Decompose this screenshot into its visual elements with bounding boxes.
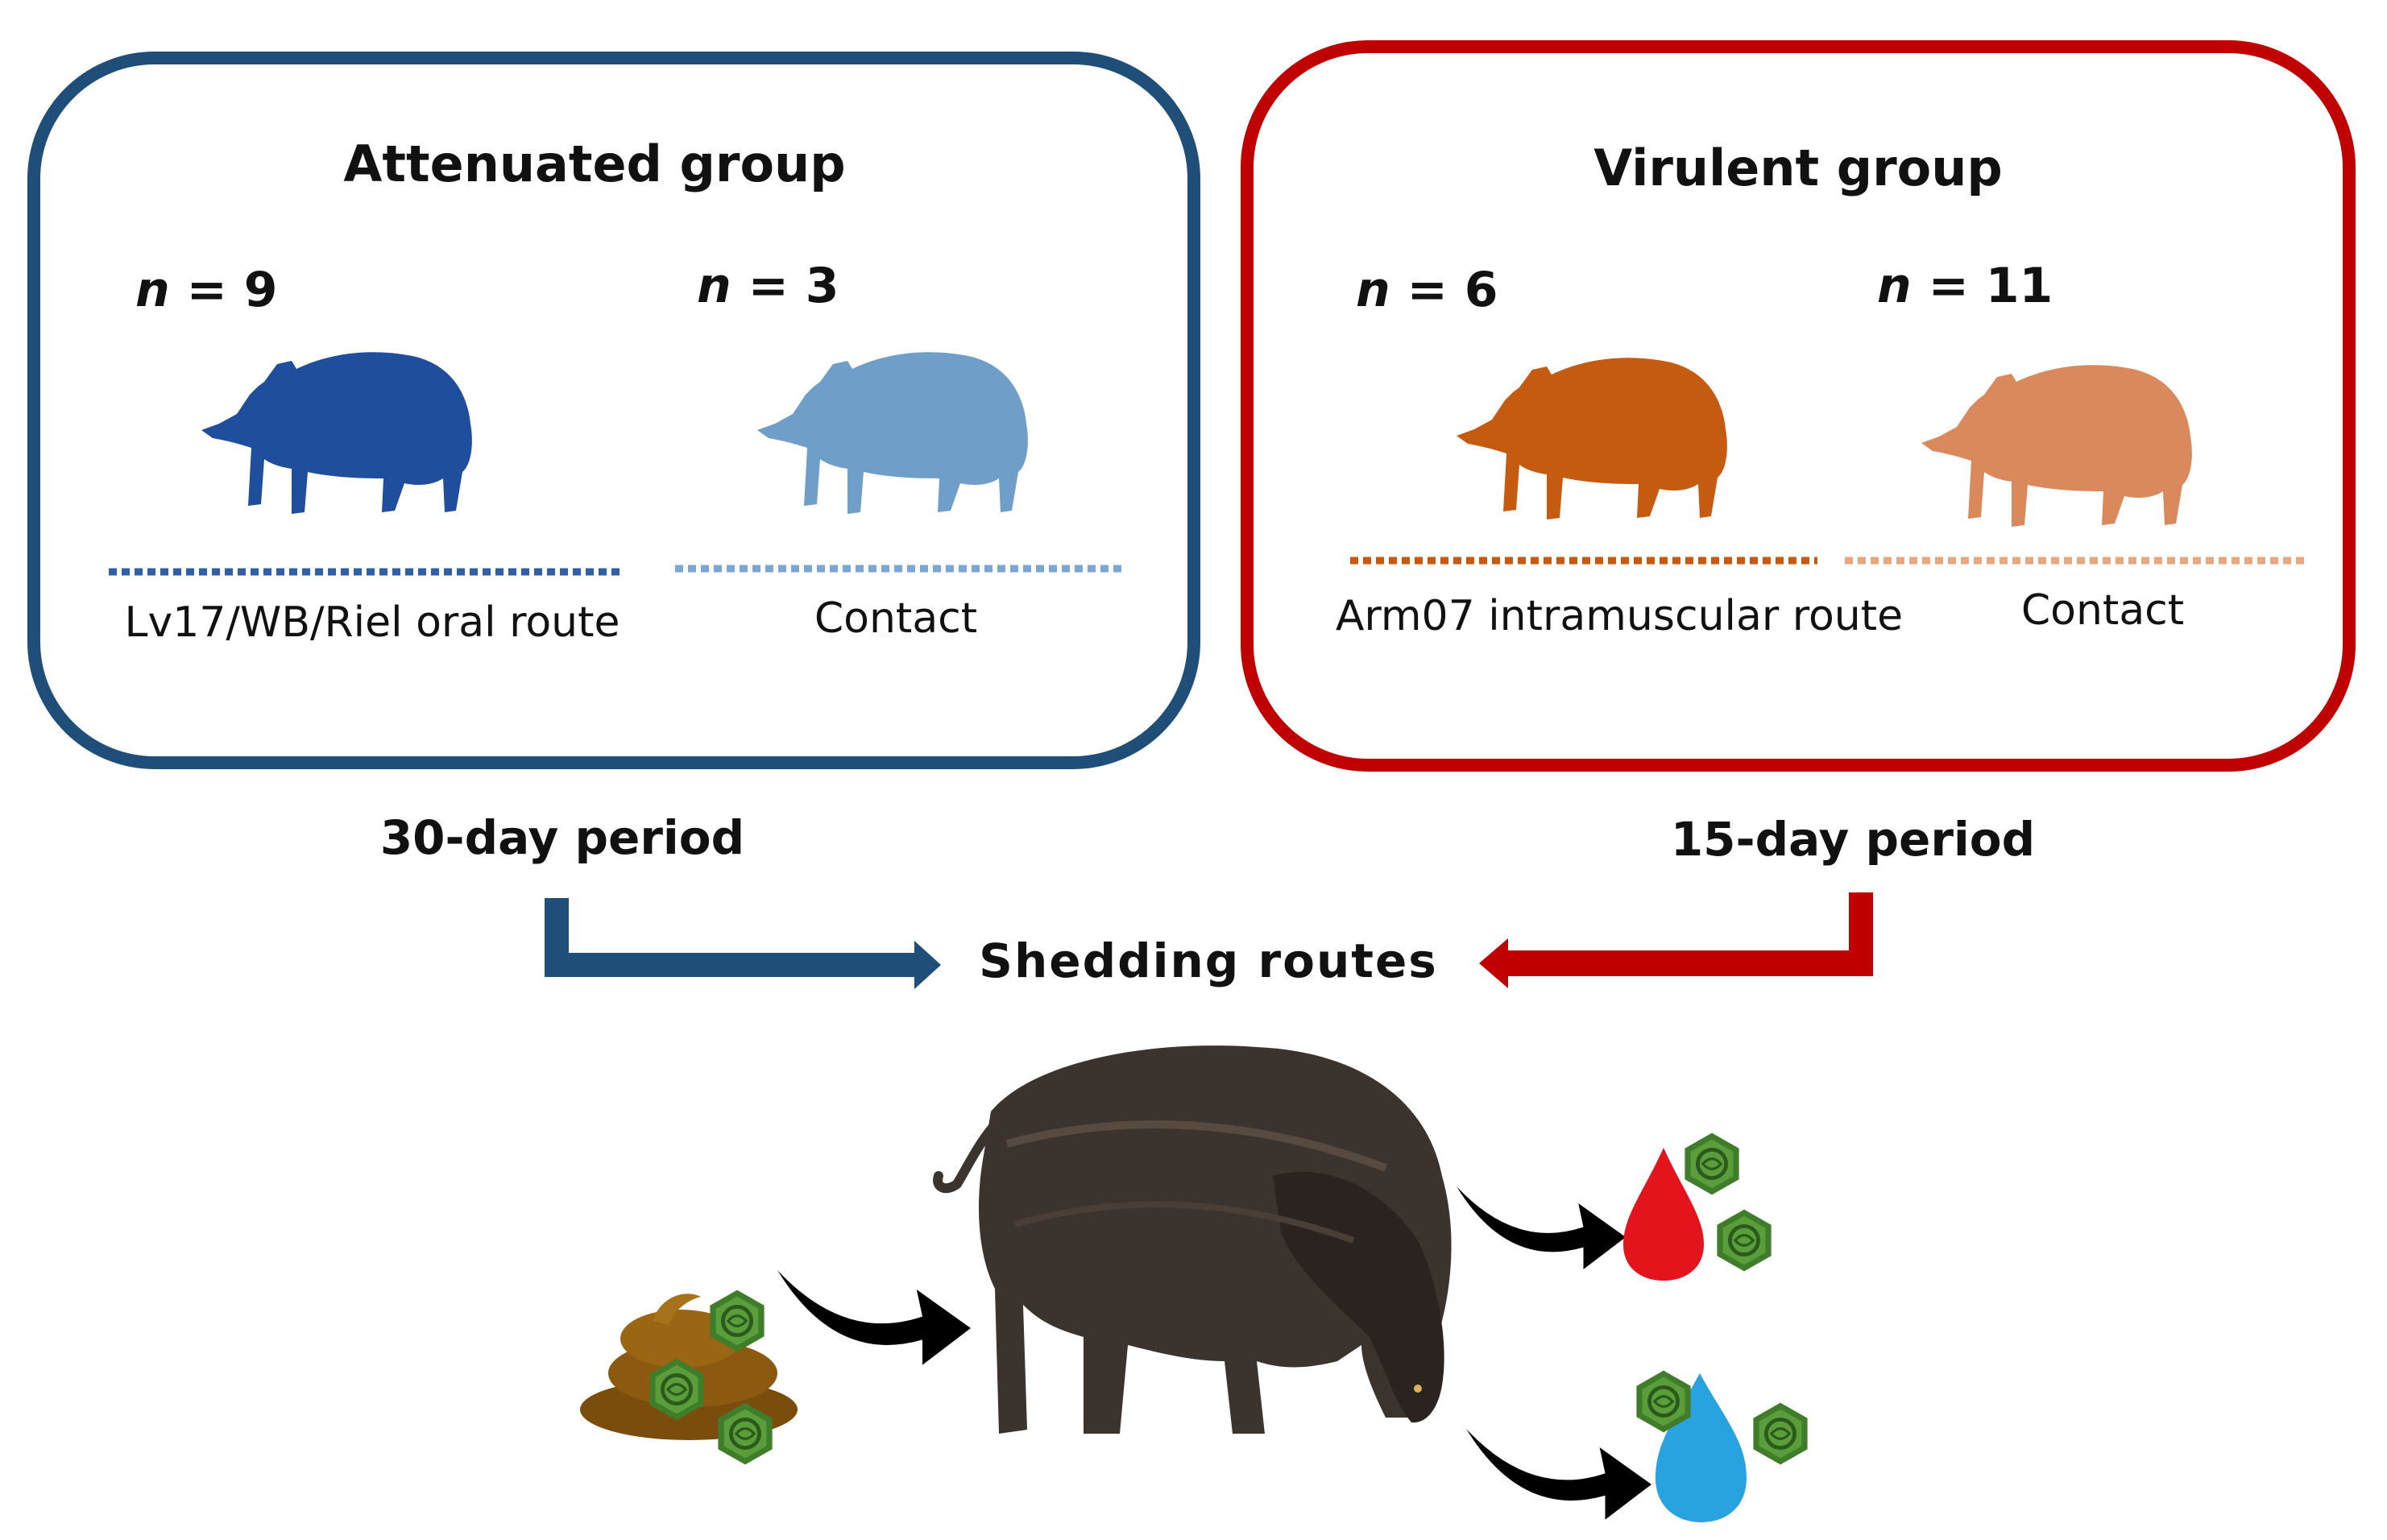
attenuated-contact-count: n = 3: [697, 258, 839, 314]
attenuated-to-shedding-arrow: [545, 898, 941, 989]
virulent-inoculated-count: n = 6: [1356, 262, 1498, 318]
attenuated-inoculated-label: Lv17/WB/Riel oral route: [124, 598, 620, 647]
virus-particle-icon: [1685, 1133, 1738, 1195]
attenuated-contact-label: Contact: [814, 594, 977, 643]
virulent-group-frame: [1241, 40, 2356, 772]
virus-particle-icon: [1717, 1210, 1771, 1272]
wild-boar-photo: [933, 1045, 1452, 1434]
virulent-group-title: Virulent group: [1593, 139, 2003, 197]
curved-arrow-icon: [1457, 1186, 1626, 1269]
curved-arrow-icon: [777, 1270, 971, 1365]
attenuated-group-frame: [27, 52, 1200, 769]
curved-arrow-icon: [1466, 1429, 1651, 1520]
boar-silhouette-icon: [1457, 358, 1727, 520]
boar-silhouette-icon: [1921, 365, 2192, 527]
boar-silhouette-icon: [201, 352, 472, 514]
boar-silhouette-icon: [757, 352, 1028, 514]
virus-particle-icon: [1753, 1403, 1807, 1465]
urine-drop-icon: [1656, 1373, 1747, 1522]
virulent-contact-count: n = 11: [1877, 258, 2053, 314]
virulent-contact-label: Contact: [2021, 586, 2184, 635]
virulent-to-shedding-arrow: [1479, 892, 1873, 988]
virulent-inoculated-label: Arm07 intramuscular route: [1336, 592, 1903, 640]
shedding-routes-label: Shedding routes: [979, 934, 1438, 988]
attenuated-inoculated-count: n = 9: [135, 262, 278, 318]
blood-drop-icon: [1623, 1148, 1704, 1281]
virulent-period-label: 15-day period: [1671, 812, 2035, 867]
attenuated-period-label: 30-day period: [380, 810, 744, 865]
attenuated-group-title: Attenuated group: [343, 135, 845, 193]
